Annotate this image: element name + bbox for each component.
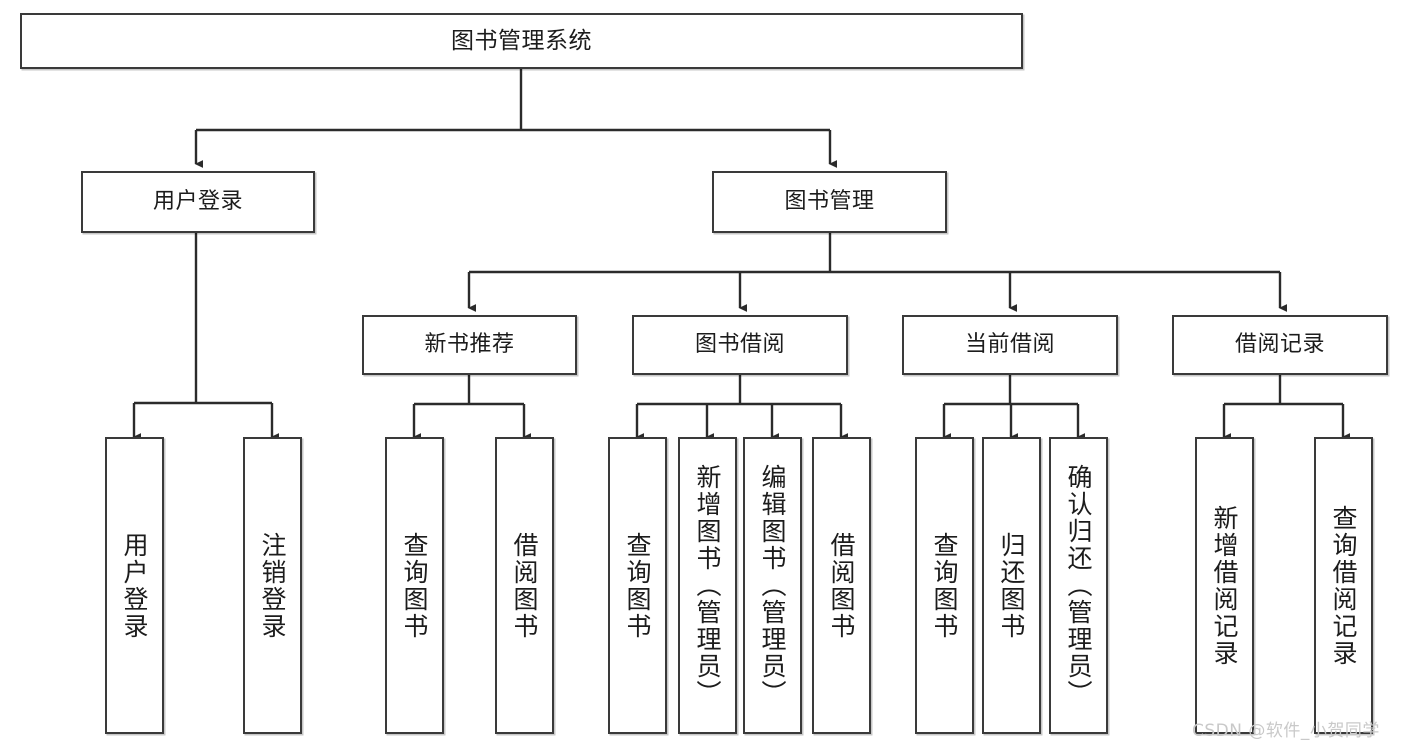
leaf-query-book-3[interactable]: 查询图书 xyxy=(915,437,974,734)
leaf-query-book-3-label: 查询图书 xyxy=(930,531,959,640)
node-root-label: 图书管理系统 xyxy=(451,27,592,54)
leaf-query-book-1-label: 查询图书 xyxy=(400,531,429,640)
leaf-confirm-return[interactable]: 确认归还（管理员） xyxy=(1049,437,1108,734)
node-borrow-record-label: 借阅记录 xyxy=(1234,331,1325,357)
leaf-user-login-label: 用户登录 xyxy=(120,531,149,640)
leaf-add-book[interactable]: 新增图书（管理员） xyxy=(678,437,737,734)
node-new-book-recommend-label: 新书推荐 xyxy=(424,331,515,357)
node-user-login[interactable]: 用户登录 xyxy=(81,171,315,233)
leaf-query-book-1[interactable]: 查询图书 xyxy=(385,437,444,734)
leaf-logout[interactable]: 注销登录 xyxy=(243,437,302,734)
leaf-add-record[interactable]: 新增借阅记录 xyxy=(1195,437,1254,734)
node-root[interactable]: 图书管理系统 xyxy=(20,13,1023,69)
node-book-borrow-label: 图书借阅 xyxy=(694,331,785,357)
leaf-return-book[interactable]: 归还图书 xyxy=(982,437,1041,734)
node-book-manage-label: 图书管理 xyxy=(784,188,875,214)
leaf-edit-book-label: 编辑图书（管理员） xyxy=(758,464,787,707)
node-current-borrow[interactable]: 当前借阅 xyxy=(902,315,1118,375)
leaf-confirm-return-label: 确认归还（管理员） xyxy=(1064,464,1093,707)
leaf-borrow-book-1-label: 借阅图书 xyxy=(510,531,539,640)
leaf-query-book-2[interactable]: 查询图书 xyxy=(608,437,667,734)
node-new-book-recommend[interactable]: 新书推荐 xyxy=(362,315,577,375)
leaf-user-login[interactable]: 用户登录 xyxy=(105,437,164,734)
leaf-query-record-label: 查询借阅记录 xyxy=(1329,504,1358,667)
leaf-borrow-book-2-label: 借阅图书 xyxy=(827,531,856,640)
node-current-borrow-label: 当前借阅 xyxy=(964,331,1055,357)
watermark: CSDN @软件_小贺同学 xyxy=(1192,721,1380,741)
node-book-borrow[interactable]: 图书借阅 xyxy=(632,315,848,375)
leaf-edit-book[interactable]: 编辑图书（管理员） xyxy=(743,437,802,734)
leaf-add-record-label: 新增借阅记录 xyxy=(1210,504,1239,667)
node-book-manage[interactable]: 图书管理 xyxy=(712,171,947,233)
leaf-query-book-2-label: 查询图书 xyxy=(623,531,652,640)
leaf-logout-label: 注销登录 xyxy=(258,531,287,640)
leaf-add-book-label: 新增图书（管理员） xyxy=(693,464,722,707)
leaf-return-book-label: 归还图书 xyxy=(997,531,1026,640)
leaf-borrow-book-2[interactable]: 借阅图书 xyxy=(812,437,871,734)
leaf-borrow-book-1[interactable]: 借阅图书 xyxy=(495,437,554,734)
leaf-query-record[interactable]: 查询借阅记录 xyxy=(1314,437,1373,734)
node-borrow-record[interactable]: 借阅记录 xyxy=(1172,315,1388,375)
node-user-login-label: 用户登录 xyxy=(152,188,243,214)
